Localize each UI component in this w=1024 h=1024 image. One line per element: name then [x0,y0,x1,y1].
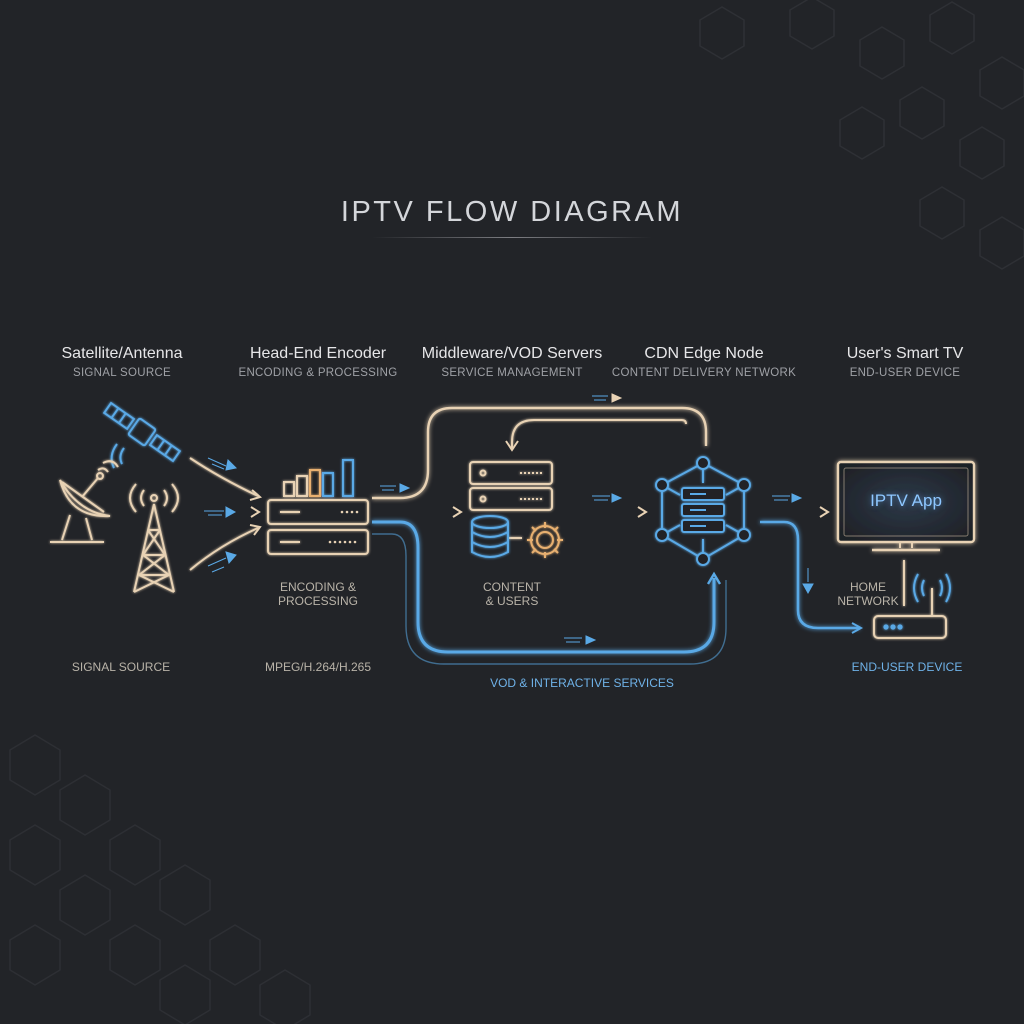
flow-line-return [511,419,687,448]
hex-pattern-top-right [699,0,1024,270]
router-icon [873,560,947,639]
cdn-tv-arrowhead [819,506,830,518]
satellite-dish-icon [50,460,119,543]
satellite-icon [102,401,182,469]
stage-subtitle-cdn: CONTENT DELIVERY NETWORK [611,367,797,379]
flow-markers-source [204,457,238,573]
encoder-rack-dots [328,510,359,544]
flow-line-cdn-router [760,520,860,630]
note-encoder-line2: PROCESSING [277,594,359,608]
database-icon [471,515,509,558]
stage-title-encoder: Head-End Encoder [249,345,387,362]
smart-tv-icon [836,460,976,552]
server-stack-icon [469,461,553,539]
gear-icon [527,522,563,558]
flow-line-vod-inner [372,533,727,665]
stage-title-smart-tv: User's Smart TV [846,345,964,362]
encoder-rack-icon [267,459,369,555]
return-arrowhead [505,440,519,452]
note-home-network: HOME NETWORK [837,580,898,608]
note-content: CONTENT & USERS [483,580,541,608]
wifi-waves-icon [913,573,951,603]
stage-subtitle-satellite: SIGNAL SOURCE [72,367,172,379]
title-divider [372,237,652,238]
stage-title-satellite: Satellite/Antenna [61,345,183,362]
stage-subtitle-encoder: ENCODING & PROCESSING [238,367,398,379]
note-end-user: END-USER DEVICE [851,660,963,674]
radio-tower-icon [129,483,179,593]
flow-line-vod-loop [372,520,716,654]
page-title: IPTV FLOW DIAGRAM [340,196,684,228]
tv-screen-label: IPTV App [870,491,942,510]
note-content-line1: CONTENT [483,580,541,594]
note-vod: VOD & INTERACTIVE SERVICES [490,676,674,690]
router-arrowhead [851,622,864,634]
cdn-node-icon [655,456,751,566]
flow-markers [380,393,814,645]
note-codec: MPEG/H.264/H.265 [264,660,372,674]
note-signal-source: SIGNAL SOURCE [71,660,171,674]
encoder-server-arrowhead [452,506,463,518]
flow-line-top-loop [372,406,708,500]
vod-arrowhead [706,571,722,585]
stage-subtitle-middleware: SERVICE MANAGEMENT [441,367,583,379]
note-encoder: ENCODING & PROCESSING [278,580,358,608]
note-content-line2: & USERS [485,594,539,608]
hex-pattern-bottom-left [9,734,311,1024]
server-cdn-arrowhead [637,506,648,518]
stage-title-middleware: Middleware/VOD Servers [421,345,603,362]
note-home-line2: NETWORK [837,594,899,608]
stage-subtitle-smart-tv: END-USER DEVICE [849,367,961,379]
note-encoder-line1: ENCODING & [279,580,357,594]
stage-title-cdn: CDN Edge Node [644,345,764,362]
note-home-line1: HOME [850,580,886,594]
source-arrows [189,457,263,571]
